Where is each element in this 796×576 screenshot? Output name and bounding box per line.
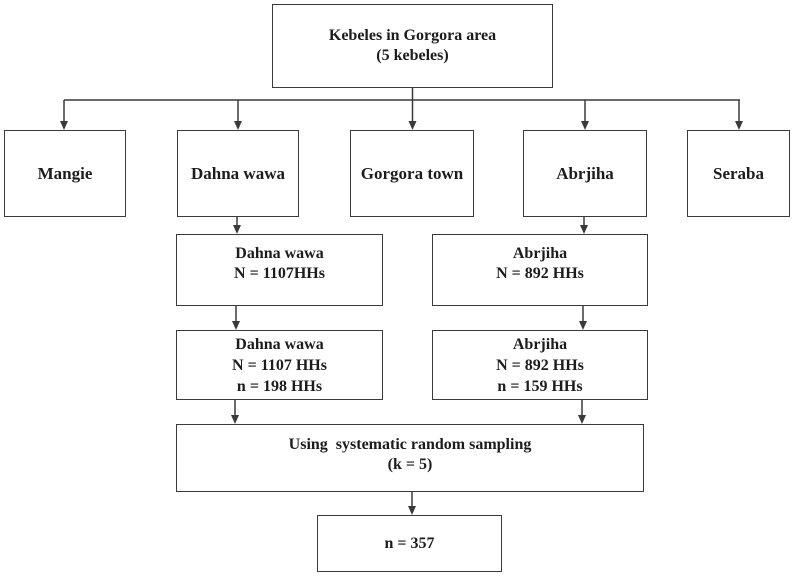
abrjiha-population-count: N = 892 HHs bbox=[496, 265, 584, 282]
abrjiha-population-name: Abrjiha bbox=[512, 245, 568, 262]
sampling-method-line2: (k = 5) bbox=[387, 456, 433, 473]
total-sample-label: n = 357 bbox=[384, 534, 435, 552]
sampling-method-line1: Using systematic random sampling bbox=[288, 436, 532, 453]
box-kebeles-root: Kebeles in Gorgora area (5 kebeles) bbox=[272, 4, 553, 88]
kebele-mangie-label: Mangie bbox=[37, 163, 93, 183]
kebele-seraba-label: Seraba bbox=[713, 163, 764, 183]
kebele-gorgora-town-label: Gorgora town bbox=[360, 163, 464, 183]
connector-bus-to-mangie bbox=[60, 100, 68, 130]
root-title-line1: Kebeles in Gorgora area bbox=[328, 27, 497, 44]
connector-bus-to-dahna-wawa bbox=[234, 100, 242, 130]
box-kebele-seraba: Seraba bbox=[687, 130, 790, 217]
connector-bus-to-gorgora-town bbox=[408, 100, 417, 130]
root-title-line2: (5 kebeles) bbox=[376, 47, 449, 64]
box-kebele-abrjiha: Abrjiha bbox=[523, 130, 647, 217]
connector-abrjiha-population-to-sample bbox=[579, 306, 587, 330]
box-kebele-gorgora-town: Gorgora town bbox=[350, 130, 474, 217]
connector-abrjiha-to-population bbox=[580, 217, 588, 234]
dahna-sample-population: N = 1107 HHs bbox=[232, 356, 327, 374]
box-kebele-mangie: Mangie bbox=[4, 130, 126, 217]
abrjiha-sample-name: Abrjiha bbox=[512, 335, 568, 353]
box-sampling-method: Using systematic random sampling (k = 5) bbox=[176, 424, 644, 492]
box-abrjiha-sample: Abrjiha N = 892 HHs n = 159 HHs bbox=[432, 330, 648, 400]
dahna-population-name: Dahna wawa bbox=[235, 245, 324, 262]
box-dahna-population: Dahna wawa N = 1107HHs bbox=[176, 234, 383, 306]
box-abrjiha-population: Abrjiha N = 892 HHs bbox=[432, 234, 648, 306]
connector-dahna-population-to-sample bbox=[232, 306, 240, 330]
connector-dahna-to-population bbox=[233, 217, 241, 234]
box-kebele-dahna-wawa: Dahna wawa bbox=[177, 130, 299, 217]
kebele-abrjiha-label: Abrjiha bbox=[556, 163, 614, 183]
box-total-sample: n = 357 bbox=[317, 515, 502, 572]
connector-sampling-to-total bbox=[408, 492, 416, 515]
connector-bus-to-abrjiha bbox=[581, 100, 589, 130]
box-dahna-sample: Dahna wawa N = 1107 HHs n = 198 HHs bbox=[176, 330, 383, 400]
dahna-sample-size: n = 198 HHs bbox=[236, 377, 323, 395]
abrjiha-sample-population: N = 892 HHs bbox=[496, 356, 584, 374]
connector-dahna-sample-to-sampling bbox=[231, 400, 239, 424]
connector-abrjiha-sample-to-sampling bbox=[578, 400, 586, 424]
dahna-population-count: N = 1107HHs bbox=[234, 265, 325, 282]
connector-bus-to-seraba bbox=[735, 100, 743, 130]
kebele-dahna-wawa-label: Dahna wawa bbox=[191, 163, 285, 183]
abrjiha-sample-size: n = 159 HHs bbox=[497, 377, 583, 395]
dahna-sample-name: Dahna wawa bbox=[235, 335, 324, 353]
